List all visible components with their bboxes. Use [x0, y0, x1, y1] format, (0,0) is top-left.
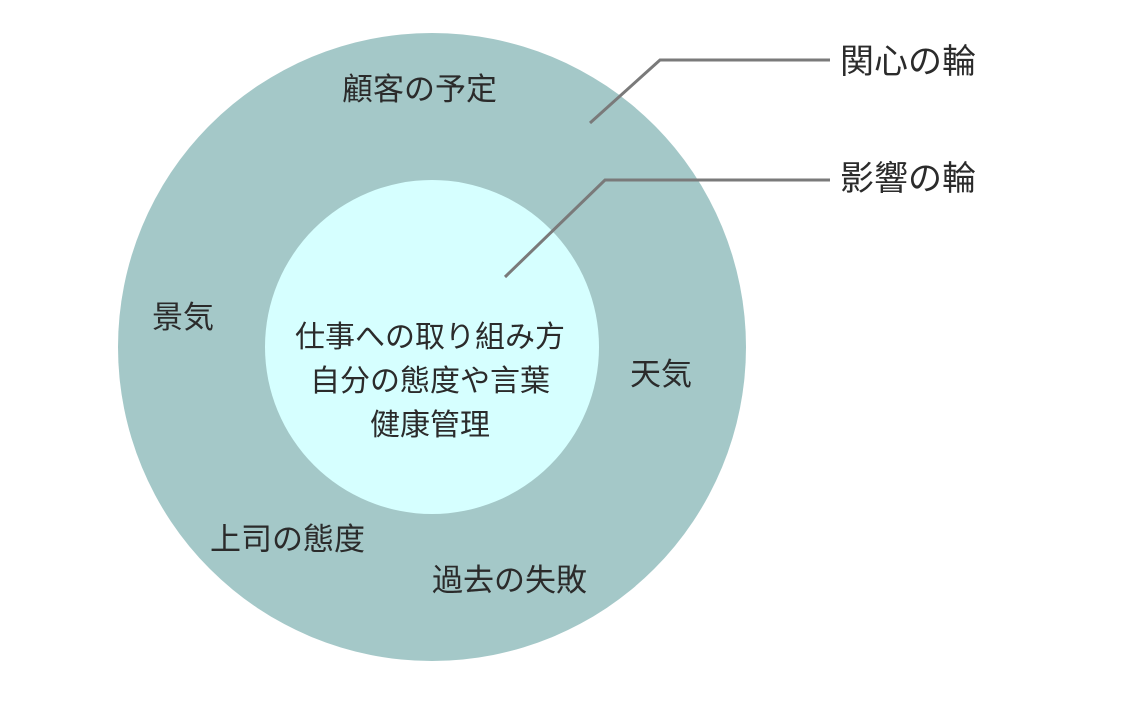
concern-item-customer-schedule: 顧客の予定	[342, 72, 497, 108]
concern-item-economy: 景気	[152, 300, 214, 336]
concern-legend-label: 関心の輪	[840, 42, 976, 82]
concern-item-boss-attitude: 上司の態度	[210, 522, 365, 558]
concern-leader-line	[588, 58, 830, 125]
influence-items: 仕事への取り組み方 自分の態度や言葉 健康管理	[260, 316, 600, 448]
concern-item-weather: 天気	[630, 357, 692, 393]
influence-leader-line	[503, 178, 830, 279]
influence-legend-label: 影響の輪	[840, 159, 976, 199]
influence-item-own-attitude-words: 自分の態度や言葉	[310, 364, 550, 399]
influence-item-health: 健康管理	[370, 408, 490, 443]
circle-of-influence	[265, 180, 599, 514]
concern-item-past-failures: 過去の失敗	[432, 563, 587, 599]
influence-item-work-approach: 仕事への取り組み方	[295, 320, 565, 355]
